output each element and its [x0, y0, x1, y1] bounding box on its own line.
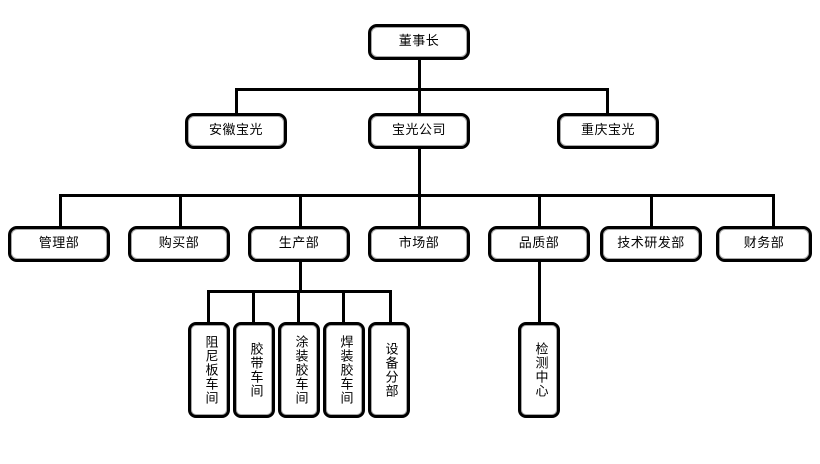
node-chairman-label: 董事长: [398, 33, 440, 49]
connector-baoguang-down: [418, 149, 421, 197]
node-finance-dept-label: 财务部: [743, 235, 785, 251]
node-rnd-dept[interactable]: 技术研发部: [600, 226, 702, 262]
node-chongqing-baoguang[interactable]: 重庆宝光: [557, 113, 659, 149]
connector-quality-down: [538, 262, 541, 322]
node-finance-dept[interactable]: 财务部: [716, 226, 812, 262]
node-damping-plate-workshop[interactable]: 阻尼板车间: [188, 322, 230, 418]
node-purchasing-dept-label: 购买部: [158, 235, 200, 251]
node-baoguang-company[interactable]: 宝光公司: [368, 113, 470, 149]
node-equipment-branch[interactable]: 设备分部: [368, 322, 410, 418]
node-damping-plate-workshop-label: 阻尼板车间: [202, 335, 218, 405]
node-tape-workshop-label: 胶带车间: [247, 342, 263, 398]
connector-to-welding: [342, 290, 345, 322]
connector-to-rnd: [650, 194, 653, 226]
connector-to-damping-plate: [207, 290, 210, 322]
connector-to-chongqing: [606, 88, 609, 113]
node-management-dept-label: 管理部: [38, 235, 80, 251]
node-marketing-dept-label: 市场部: [398, 235, 440, 251]
node-equipment-branch-label: 设备分部: [382, 342, 398, 398]
node-anhui-baoguang-label: 安徽宝光: [208, 122, 263, 138]
node-management-dept[interactable]: 管理部: [8, 226, 110, 262]
connector-production-down: [299, 262, 302, 293]
node-production-dept[interactable]: 生产部: [248, 226, 350, 262]
connector-to-anhui: [235, 88, 238, 113]
connector-level3-bus: [59, 194, 775, 197]
node-tape-workshop[interactable]: 胶带车间: [233, 322, 275, 418]
connector-to-management: [59, 194, 62, 226]
connector-to-marketing: [418, 194, 421, 226]
node-welding-adhesive-workshop[interactable]: 焊装胶车间: [323, 322, 365, 418]
node-anhui-baoguang[interactable]: 安徽宝光: [185, 113, 287, 149]
node-marketing-dept[interactable]: 市场部: [368, 226, 470, 262]
node-testing-center[interactable]: 检测中心: [518, 322, 560, 418]
connector-chairman-down: [418, 60, 421, 88]
node-chongqing-baoguang-label: 重庆宝光: [580, 122, 635, 138]
node-baoguang-company-label: 宝光公司: [391, 122, 446, 138]
connector-to-baoguang: [418, 88, 421, 113]
connector-to-tape: [252, 290, 255, 322]
node-testing-center-label: 检测中心: [532, 342, 548, 398]
node-welding-adhesive-workshop-label: 焊装胶车间: [337, 335, 353, 405]
node-coating-adhesive-workshop-label: 涂装胶车间: [292, 335, 308, 405]
connector-to-production: [299, 194, 302, 226]
connector-to-equipment: [389, 290, 392, 322]
node-quality-dept[interactable]: 品质部: [488, 226, 590, 262]
connector-to-finance: [772, 194, 775, 226]
node-rnd-dept-label: 技术研发部: [617, 235, 685, 251]
connector-to-quality: [538, 194, 541, 226]
node-quality-dept-label: 品质部: [518, 235, 560, 251]
connector-to-coating: [297, 290, 300, 322]
node-purchasing-dept[interactable]: 购买部: [128, 226, 230, 262]
connector-level2-bus: [235, 88, 608, 91]
node-production-dept-label: 生产部: [278, 235, 320, 251]
connector-to-purchasing: [179, 194, 182, 226]
node-chairman[interactable]: 董事长: [368, 24, 470, 60]
node-coating-adhesive-workshop[interactable]: 涂装胶车间: [278, 322, 320, 418]
